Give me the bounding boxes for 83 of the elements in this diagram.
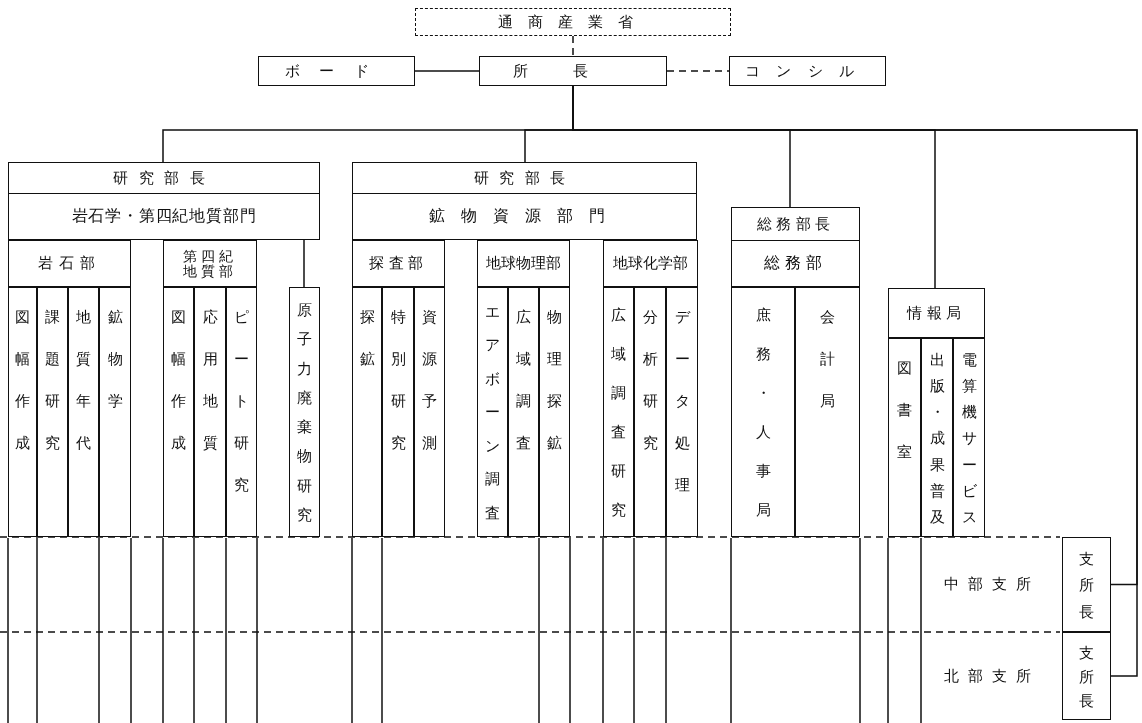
unit-label: 総務部: [764, 253, 827, 274]
unit-label: コンシル: [744, 61, 871, 81]
unit-label: 資源予測: [422, 307, 437, 454]
section-column: [634, 287, 666, 537]
org-box: [415, 8, 731, 36]
section-column: [953, 338, 985, 537]
unit-label: 広域調査: [516, 307, 531, 454]
unit-label: 会計局: [820, 307, 835, 412]
unit-label: 通商産業省: [498, 12, 648, 32]
section-column: [1062, 632, 1111, 720]
section-column: [68, 287, 99, 537]
org-box: [258, 56, 415, 86]
header-label: 研究部長: [353, 163, 696, 194]
unit-label: 探鉱: [359, 307, 375, 370]
unit-label: 図書室: [897, 358, 912, 463]
org-box: [479, 56, 667, 86]
unit-label: 広域調査研究: [611, 305, 626, 521]
section-column: [226, 287, 257, 537]
section-column: [508, 287, 539, 537]
unit-label: 電算機サービス: [961, 350, 977, 528]
unit-label: エアボーン調査: [485, 302, 500, 524]
unit-label: 庶務・人事局: [755, 305, 771, 521]
unit-label: 応用地質: [202, 307, 218, 454]
unit-label: データ処理: [674, 307, 690, 496]
connector-line: [414, 70, 480, 72]
org-box: [888, 288, 985, 338]
unit-label: 所長: [513, 61, 633, 81]
unit-label: 地球物理部: [486, 254, 561, 273]
unit-label: 図幅作成: [171, 307, 186, 454]
connector-line: [666, 70, 730, 72]
section-column: [666, 287, 698, 537]
unit-label: 鉱物学: [107, 307, 123, 412]
header-label: 研究部長: [9, 163, 319, 194]
section-column: [795, 287, 860, 537]
unit-label: 原子力廃棄物研究: [297, 300, 312, 526]
unit-label: 地球化学部: [613, 254, 688, 273]
org-box: [8, 240, 131, 287]
unit-label: 地質年代: [76, 307, 91, 454]
org-box: [477, 240, 570, 287]
section-column: [539, 287, 570, 537]
org-box: [731, 207, 860, 287]
unit-label: 情報局: [907, 303, 966, 323]
section-column: [8, 287, 37, 537]
section-column: [921, 338, 953, 537]
unit-label: 課題研究: [45, 307, 60, 454]
section-column: [731, 287, 795, 537]
unit-label: 分析研究: [642, 307, 658, 454]
unit-label: 第四紀地質部: [182, 248, 238, 279]
unit-label: 探査部: [369, 254, 428, 273]
connector-line: [303, 239, 305, 288]
section-column: [382, 287, 414, 537]
org-box: [352, 162, 697, 240]
unit-label: 支所長: [1079, 643, 1094, 712]
unit-label: 図幅作成: [15, 307, 30, 454]
section-column: [477, 287, 508, 537]
org-box: [729, 56, 886, 86]
org-box: [8, 162, 320, 240]
unit-label: 出版・成果普及: [929, 350, 945, 528]
section-column: [99, 287, 131, 537]
section-column: [37, 287, 68, 537]
section-column: [163, 287, 194, 537]
section-column: [414, 287, 445, 537]
section-column: [352, 287, 382, 537]
unit-label: ピート研究: [234, 307, 249, 496]
unit-label: 北部支所: [943, 666, 1040, 686]
unit-label: 支所長: [1079, 549, 1094, 623]
unit-label: 鉱物資源部門: [428, 206, 621, 227]
unit-label: ボード: [284, 61, 389, 81]
unit-label: 中部支所: [943, 575, 1040, 594]
unit-label: 岩石部: [38, 254, 101, 273]
section-column: [1062, 537, 1111, 632]
unit-label: 特別研究: [390, 307, 406, 454]
unit-label: 物理探鉱: [547, 307, 562, 454]
section-column: [888, 338, 921, 537]
section-column: [289, 287, 320, 537]
section-column: [194, 287, 226, 537]
connector-line: [572, 35, 574, 57]
section-column: [603, 287, 634, 537]
header-label: 総務部長: [732, 208, 859, 241]
org-box: [352, 240, 445, 287]
org-box: [163, 240, 257, 287]
unit-label: 岩石学・第四紀地質部門: [71, 206, 257, 227]
org-box: [603, 240, 698, 287]
